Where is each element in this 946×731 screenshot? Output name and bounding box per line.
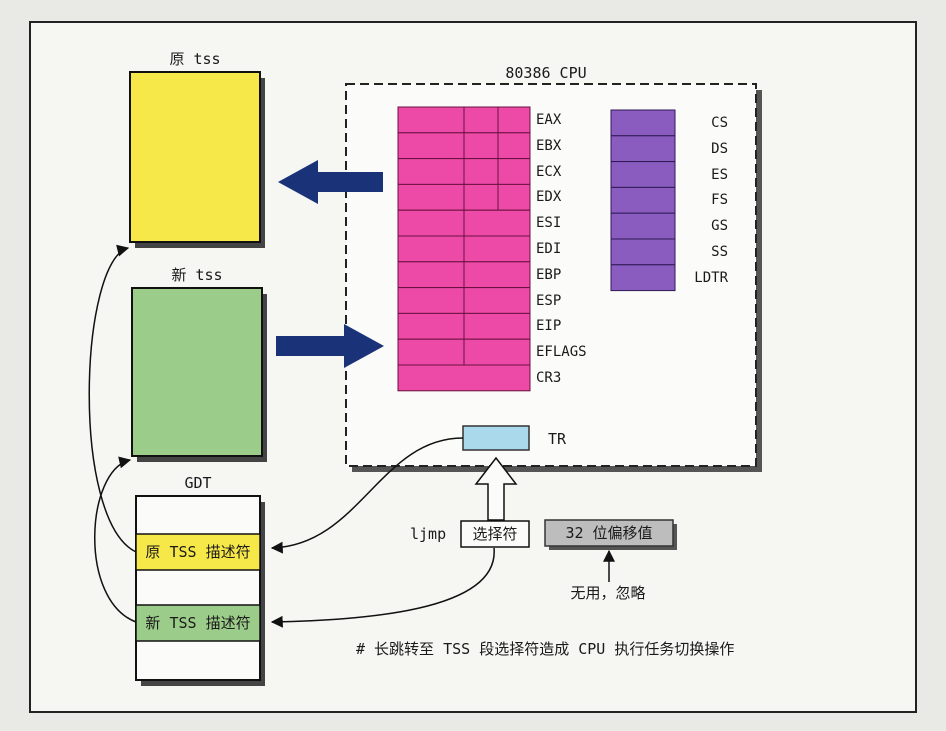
general-register-label-ebx: EBX bbox=[536, 137, 562, 154]
general-register-label-ebp: EBP bbox=[536, 266, 562, 283]
new-tss-box bbox=[131, 287, 263, 457]
segment-register-label-gs: GS bbox=[711, 218, 728, 235]
segment-register-label-fs: FS bbox=[711, 192, 728, 209]
tr-to-old-desc-curve bbox=[270, 437, 464, 554]
old-desc-to-old-tss-curve bbox=[88, 244, 137, 553]
unused-note: 无用，忽略 bbox=[570, 584, 646, 602]
new-desc-to-new-tss-curve bbox=[94, 456, 137, 623]
general-register-label-ecx: ECX bbox=[536, 163, 562, 180]
caption: # 长跳转至 TSS 段选择符造成 CPU 执行任务切换操作 bbox=[356, 640, 735, 658]
old-tss-descriptor-label: 原 TSS 描述符 bbox=[145, 543, 251, 561]
old-tss-box bbox=[129, 71, 261, 243]
selector-label: 选择符 bbox=[472, 525, 518, 543]
selector-to-new-desc-curve bbox=[270, 547, 495, 628]
general-register-label-eip: EIP bbox=[536, 318, 562, 335]
general-register-label-eax: EAX bbox=[536, 111, 562, 128]
segment-register-gs bbox=[610, 212, 676, 240]
cpu-label: 80386 CPU bbox=[505, 64, 587, 82]
tr-label: TR bbox=[548, 430, 567, 448]
general-register-label-esi: ESI bbox=[536, 215, 562, 232]
selector-box bbox=[460, 520, 530, 548]
general-register-label-edx: EDX bbox=[536, 189, 562, 206]
gdt-table bbox=[135, 495, 261, 681]
segment-register-fs bbox=[610, 186, 676, 214]
gdt-label: GDT bbox=[184, 474, 212, 492]
segment-register-label-ds: DS bbox=[711, 140, 728, 157]
general-register-label-edi: EDI bbox=[536, 240, 562, 257]
gdt-old-tss-row bbox=[135, 533, 261, 571]
segment-register-ss bbox=[610, 238, 676, 266]
segment-register-es bbox=[610, 161, 676, 188]
segment-register-ds bbox=[610, 135, 676, 163]
segment-register-label-es: ES bbox=[711, 166, 728, 183]
offset-label: 32 位偏移值 bbox=[565, 524, 653, 542]
tr-register-box bbox=[462, 425, 530, 451]
offset-box bbox=[544, 519, 674, 547]
gdt-new-tss-row bbox=[135, 604, 261, 642]
load-state-arrow bbox=[276, 324, 384, 368]
segment-register-block bbox=[610, 109, 676, 292]
segment-register-cs bbox=[610, 109, 676, 137]
segment-register-label-cs: CS bbox=[711, 114, 728, 131]
selector-to-tr-arrow bbox=[474, 456, 518, 521]
general-register-label-esp: ESP bbox=[536, 292, 562, 309]
segment-register-label-ss: SS bbox=[711, 243, 728, 260]
general-register-cr3 bbox=[397, 364, 531, 392]
segment-register-ldtr bbox=[610, 264, 676, 292]
new-tss-descriptor-label: 新 TSS 描述符 bbox=[145, 614, 251, 632]
general-register-block bbox=[397, 106, 531, 392]
old-tss-label: 原 tss bbox=[169, 50, 221, 68]
segment-register-label-ldtr: LDTR bbox=[694, 269, 728, 286]
general-register-label-eflags: EFLAGS bbox=[536, 344, 587, 361]
ljmp-label: ljmp bbox=[410, 525, 447, 543]
general-register-label-cr3: CR3 bbox=[536, 369, 562, 386]
new-tss-label: 新 tss bbox=[171, 266, 223, 284]
save-state-arrow bbox=[278, 160, 383, 204]
